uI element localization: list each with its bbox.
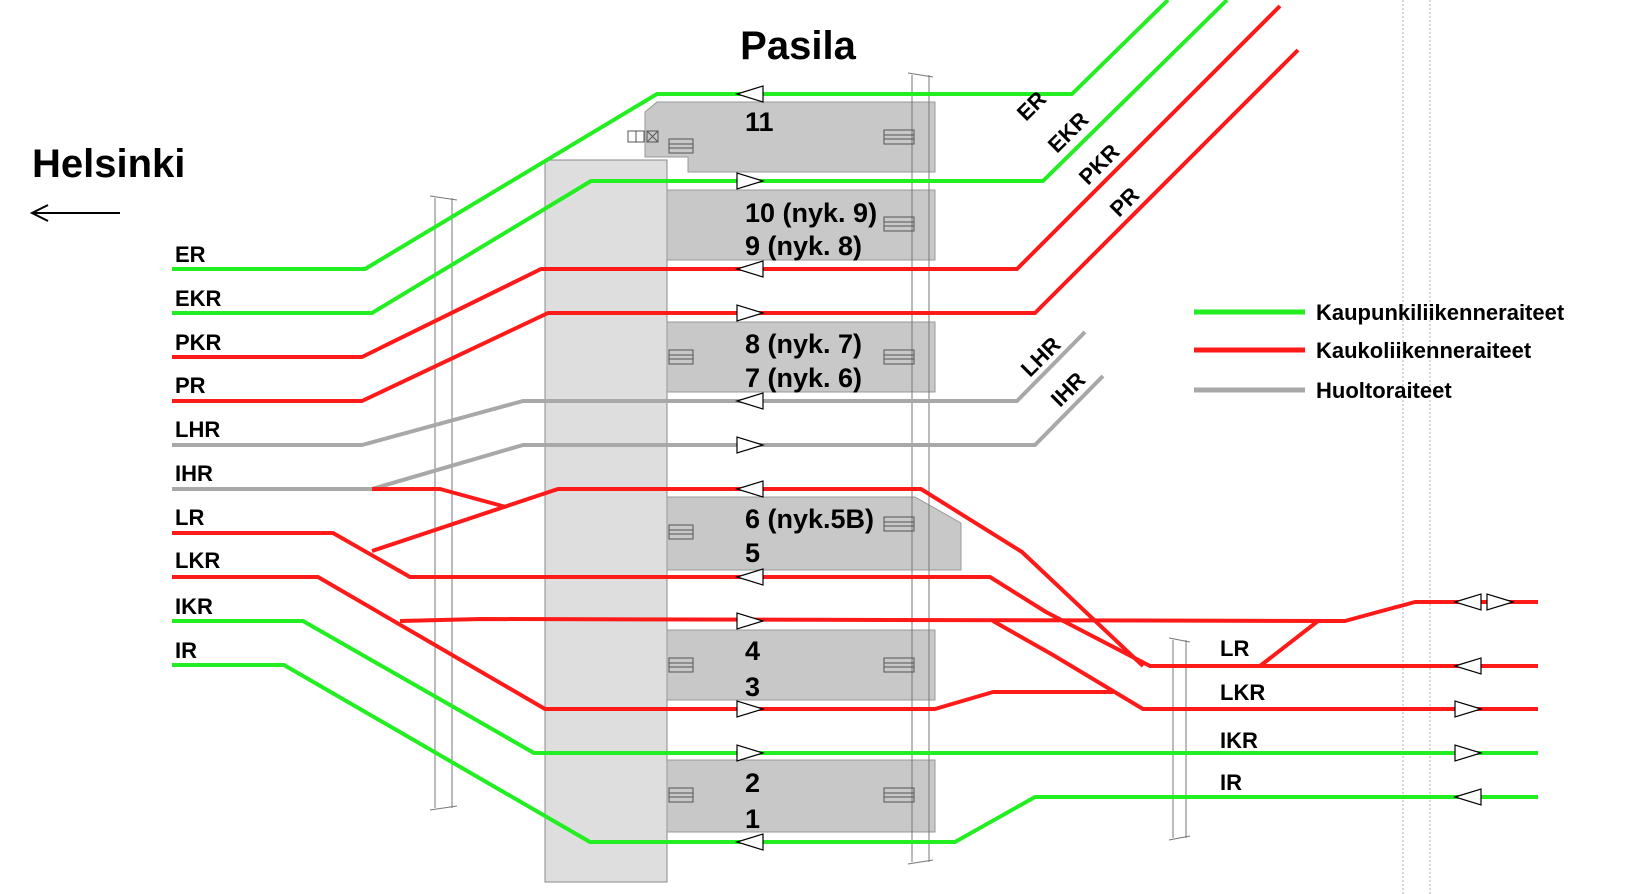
platform-track-label: 1 bbox=[745, 804, 760, 834]
platform-10-9 bbox=[666, 189, 936, 261]
arrow-right-icon bbox=[736, 744, 766, 762]
platform-track-label: 5 bbox=[745, 538, 760, 568]
left-track-labels: ER EKR PKR PR LHR IHR LR LKR IKR IR bbox=[175, 242, 222, 663]
arrow-left-icon bbox=[1452, 788, 1482, 806]
bridge-left bbox=[429, 195, 458, 811]
left-label-pr: PR bbox=[175, 373, 206, 398]
arrow-left-icon bbox=[734, 480, 764, 498]
track-ir bbox=[172, 663, 1538, 844]
track-lr bbox=[172, 531, 1538, 668]
arrow-right-icon bbox=[736, 700, 766, 718]
top-right-label-ekr: EKR bbox=[1043, 107, 1094, 158]
arrow-right-icon bbox=[1454, 700, 1484, 718]
right-label-lkr: LKR bbox=[1220, 680, 1265, 705]
platform-6-5 bbox=[666, 496, 962, 571]
longdistance-tracks bbox=[172, 4, 1538, 711]
legend: KaupunkiliikenneraiteetKaukoliikennerait… bbox=[1194, 300, 1565, 403]
left-label-ihr: IHR bbox=[175, 461, 213, 486]
arrow-right-icon bbox=[736, 436, 766, 454]
platform-track-label: 10 (nyk. 9) bbox=[745, 198, 877, 228]
right-label-ir: IR bbox=[1220, 770, 1242, 795]
arrow-left-icon bbox=[734, 392, 764, 410]
top-right-label-pr: PR bbox=[1105, 182, 1144, 221]
commuter-tracks bbox=[172, 0, 1538, 844]
track-ikr bbox=[172, 619, 1538, 755]
station-building bbox=[544, 159, 668, 883]
left-label-ir: IR bbox=[175, 638, 197, 663]
arrow-left-icon bbox=[734, 85, 764, 103]
arrow-left-icon bbox=[1452, 657, 1482, 675]
arrow-left-icon bbox=[734, 260, 764, 278]
top-right-label-pkr: PKR bbox=[1074, 139, 1125, 190]
left-label-lr: LR bbox=[175, 505, 204, 530]
left-label-ekr: EKR bbox=[175, 286, 222, 311]
station-title: Pasila bbox=[740, 24, 856, 68]
platform-2-1 bbox=[666, 759, 936, 833]
top-right-label-lhr: LHR bbox=[1016, 332, 1066, 382]
track-pkr bbox=[172, 4, 1282, 359]
left-label-pkr: PKR bbox=[175, 330, 222, 355]
platform-4-3 bbox=[666, 629, 936, 701]
top-right-label-ihr: IHR bbox=[1046, 367, 1091, 412]
left-label-lkr: LKR bbox=[175, 548, 220, 573]
track-via-6 bbox=[371, 487, 1145, 668]
platform-track-label: 2 bbox=[745, 768, 760, 798]
platform-track-label: 8 (nyk. 7) bbox=[745, 329, 862, 359]
track-lr-crossover bbox=[1258, 619, 1320, 668]
bridge-middle bbox=[907, 72, 934, 865]
track-lhr bbox=[172, 330, 1087, 447]
track-ihr-link bbox=[372, 487, 507, 509]
buffer-symbols bbox=[627, 129, 915, 803]
arrow-right-icon bbox=[736, 172, 766, 190]
platform-track-label: 6 (nyk.5B) bbox=[745, 504, 874, 534]
arrow-right-icon bbox=[736, 612, 766, 630]
arrow-right-icon bbox=[1486, 593, 1516, 611]
track-to-lkr bbox=[992, 619, 1538, 711]
track-ekr bbox=[172, 0, 1229, 315]
maintenance-tracks bbox=[172, 330, 1105, 491]
platform-track-label: 9 (nyk. 8) bbox=[745, 231, 862, 261]
right-label-lr: LR bbox=[1220, 636, 1249, 661]
arrow-left-icon bbox=[734, 568, 764, 586]
arrow-right-icon bbox=[1454, 744, 1484, 762]
arrow-left-icon bbox=[734, 833, 764, 851]
legend-label: Kaukoliikenneraiteet bbox=[1316, 338, 1532, 363]
right-track-labels: LR LKR IKR IR bbox=[1220, 636, 1265, 795]
track-er bbox=[172, 0, 1170, 271]
left-label-lhr: LHR bbox=[175, 417, 220, 442]
platform-track-label: 4 bbox=[745, 636, 760, 666]
platform-track-label: 11 bbox=[745, 107, 774, 137]
platform-track-labels: 11 10 (nyk. 9)9 (nyk. 8) 8 (nyk. 7) 7 (nyk.… bbox=[745, 107, 877, 834]
direction-label: Helsinki bbox=[32, 142, 185, 186]
legend-label: Huoltoraiteet bbox=[1316, 378, 1452, 403]
bridge-right bbox=[1168, 637, 1191, 841]
arrow-left-icon bbox=[1452, 593, 1482, 611]
left-label-er: ER bbox=[175, 242, 206, 267]
platform-11 bbox=[644, 101, 936, 173]
legend-label: Kaupunkiliikenneraiteet bbox=[1316, 300, 1565, 325]
arrow-right-icon bbox=[736, 304, 766, 322]
track-ihr bbox=[172, 374, 1105, 491]
left-arrow-icon bbox=[29, 204, 120, 222]
direction-arrows bbox=[734, 85, 1516, 851]
platform-track-label: 7 (nyk. 6) bbox=[745, 363, 862, 393]
track-pr bbox=[172, 48, 1300, 403]
left-label-ikr: IKR bbox=[175, 594, 213, 619]
platform-8-7 bbox=[666, 321, 936, 393]
platform-track-label: 3 bbox=[745, 672, 760, 702]
right-label-ikr: IKR bbox=[1220, 728, 1258, 753]
